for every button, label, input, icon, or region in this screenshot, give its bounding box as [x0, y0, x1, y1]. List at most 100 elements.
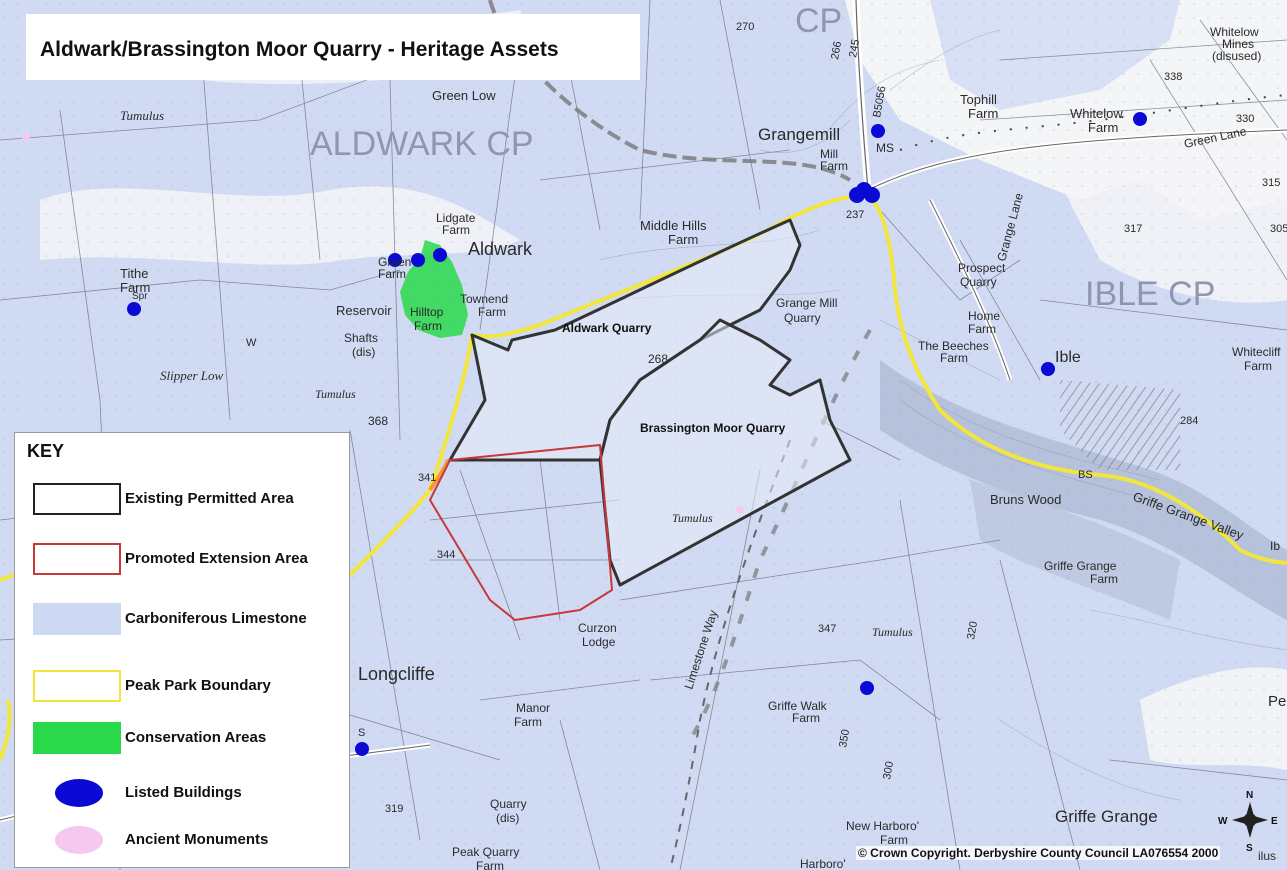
- place-label: (disused): [1212, 49, 1261, 63]
- place-label: Quarry: [490, 797, 527, 811]
- place-label: Grangemill: [758, 125, 840, 144]
- key-label: Carboniferous Limestone: [125, 610, 307, 627]
- place-labels: Green Low Tumulus Lidgate Farm Aldwark G…: [120, 25, 1286, 870]
- promoted-area-swatch: [33, 543, 121, 575]
- listed-building: [411, 253, 425, 267]
- place-label: (dis): [496, 811, 519, 825]
- place-label: Tumulus: [315, 387, 356, 401]
- spot-height: 330: [1236, 113, 1254, 125]
- place-label: Green Low: [432, 88, 496, 103]
- map-title: Aldwark/Brassington Moor Quarry - Herita…: [26, 14, 640, 80]
- spot-heights: 270 266 245 338 330 315 317 305 237 268 …: [368, 21, 1287, 815]
- listed-building: [871, 124, 885, 138]
- place-label: Tophill: [960, 92, 997, 107]
- place-label: W: [246, 337, 257, 349]
- listed-building: [388, 253, 402, 267]
- spot-height: 368: [368, 414, 388, 428]
- spot-height: 341: [418, 472, 436, 484]
- place-label: Farm: [880, 833, 908, 847]
- place-label: Mill: [820, 147, 838, 161]
- conservation-swatch: [33, 722, 121, 754]
- map-key: KEY Existing Permitted Area Promoted Ext…: [14, 432, 350, 868]
- spot-height: 245: [847, 38, 862, 58]
- key-item-existing: Existing Permitted Area: [15, 483, 351, 523]
- place-label: Quarry: [960, 275, 997, 289]
- svg-text:E: E: [1271, 816, 1278, 827]
- place-label: Harboro': [800, 857, 846, 870]
- peak-park-swatch: [33, 670, 121, 702]
- place-label: Farm: [514, 715, 542, 729]
- place-label: Longcliffe: [358, 664, 435, 684]
- place-label: Home: [968, 309, 1000, 323]
- spot-height: 344: [437, 549, 455, 561]
- spot-height: 268: [648, 352, 668, 366]
- promoted-extension-area: [429, 444, 613, 621]
- place-label: Green: [378, 255, 411, 269]
- place-label: ilus: [1258, 849, 1276, 863]
- quarry-label-brassington: Brassington Moor Quarry: [640, 421, 786, 435]
- place-label: Shafts: [344, 331, 378, 345]
- listed-building: [860, 681, 874, 695]
- parish-label-top: CP: [795, 2, 842, 40]
- parish-label-ible: IBLE CP: [1085, 275, 1215, 313]
- ancient-monument: [736, 506, 744, 514]
- place-label: Lodge: [582, 635, 616, 649]
- place-label: Farm: [792, 711, 820, 725]
- place-label: Curzon: [578, 621, 617, 635]
- key-label: Conservation Areas: [125, 729, 267, 746]
- place-label: Farm: [1244, 359, 1272, 373]
- place-label: Whitelow: [1070, 106, 1123, 121]
- place-label: Pe: [1268, 693, 1286, 710]
- place-label: S: [358, 727, 365, 739]
- spot-height: 237: [846, 209, 864, 221]
- place-label: Spr: [132, 291, 148, 302]
- quarry-label-aldwark: Aldwark Quarry: [562, 321, 652, 335]
- place-label: Farm: [478, 305, 506, 319]
- spot-height: 320: [965, 620, 980, 640]
- peak-park-boundary-edge: [0, 573, 15, 582]
- svg-text:S: S: [1246, 843, 1253, 854]
- spot-height: 350: [837, 728, 852, 748]
- place-label: Farm: [120, 280, 150, 295]
- place-label: Quarry: [784, 311, 821, 325]
- place-label: Farm: [414, 319, 442, 333]
- ancient-monuments: [22, 132, 744, 514]
- place-label: Bruns Wood: [990, 492, 1061, 507]
- limestone-swatch: [33, 603, 121, 635]
- place-label: Griffe Grange: [1044, 559, 1117, 573]
- peak-park-boundary-west: [0, 699, 12, 761]
- place-label: Farm: [1088, 120, 1118, 135]
- svg-text:N: N: [1246, 790, 1253, 801]
- place-label: Farm: [820, 159, 848, 173]
- existing-area-swatch: [33, 483, 121, 515]
- listed-building: [355, 742, 369, 756]
- key-title: KEY: [27, 441, 65, 461]
- place-label: Farm: [668, 232, 698, 247]
- peak-park-segment-orange: [428, 459, 450, 492]
- compass-rose: N E S W: [1218, 790, 1278, 854]
- place-label: Middle Hills: [640, 218, 707, 233]
- ancient-monument: [22, 132, 30, 142]
- key-label: Existing Permitted Area: [125, 490, 294, 507]
- spot-height: 300: [881, 760, 896, 780]
- listed-building-swatch: [55, 779, 103, 807]
- place-label: Ible: [1055, 349, 1081, 366]
- place-label: Reservoir: [336, 303, 392, 318]
- place-label: (dis): [352, 345, 375, 359]
- place-label: Prospect: [958, 261, 1006, 275]
- key-label: Ancient Monuments: [125, 831, 269, 848]
- place-label: Slipper Low: [160, 368, 224, 383]
- key-item-ancient: Ancient Monuments: [15, 824, 351, 864]
- place-label: Farm: [476, 859, 504, 870]
- ancient-monument-swatch: [55, 826, 103, 854]
- place-label: Manor: [516, 701, 550, 715]
- key-item-promoted: Promoted Extension Area: [15, 543, 351, 583]
- place-label: Aldwark: [468, 239, 533, 259]
- key-label: Listed Buildings: [125, 784, 242, 801]
- place-label: Farm: [968, 322, 996, 336]
- parish-label-aldwark: ALDWARK CP: [310, 125, 534, 163]
- place-label: Lidgate: [436, 211, 476, 225]
- spot-height: 284: [1180, 415, 1198, 427]
- place-label: Ib: [1270, 539, 1280, 553]
